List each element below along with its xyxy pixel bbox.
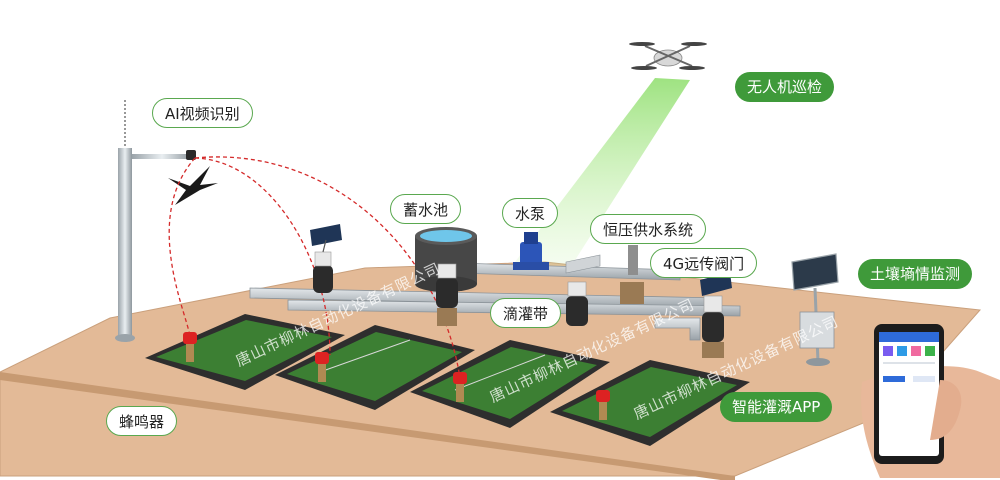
brick-stand bbox=[620, 282, 644, 304]
valve-1 bbox=[310, 224, 342, 293]
label-soil-moisture: 土壤墒情监测 bbox=[858, 259, 973, 289]
buzzer-3 bbox=[453, 372, 467, 402]
valve-3 bbox=[566, 281, 588, 326]
drone-scan-beam bbox=[515, 78, 690, 268]
buzzer-1 bbox=[183, 332, 197, 362]
buzzers bbox=[183, 332, 610, 420]
label-4g-valve: 4G远传阀门 bbox=[650, 248, 758, 278]
camera-pole bbox=[115, 100, 196, 342]
bird-icon bbox=[168, 166, 218, 205]
reservoir-tank bbox=[415, 227, 477, 292]
label-reservoir: 蓄水池 bbox=[390, 194, 462, 224]
camera-icon bbox=[186, 150, 196, 160]
drone-icon bbox=[629, 42, 707, 70]
detection-lines bbox=[168, 156, 461, 379]
label-drip-tape: 滴灌带 bbox=[490, 298, 562, 328]
label-pump: 水泵 bbox=[502, 198, 559, 228]
label-irrigation-app: 智能灌溉APP bbox=[720, 392, 833, 422]
buzzer-2 bbox=[315, 352, 329, 382]
valves bbox=[310, 224, 732, 358]
label-drone-inspection: 无人机巡检 bbox=[735, 72, 835, 102]
label-constant-pressure: 恒压供水系统 bbox=[590, 214, 707, 244]
soil-moisture-station bbox=[791, 253, 839, 366]
constant-pressure-unit bbox=[565, 245, 638, 275]
water-pump bbox=[513, 232, 549, 270]
valve-4 bbox=[700, 272, 732, 358]
field-2 bbox=[275, 325, 475, 410]
valve-2 bbox=[436, 263, 458, 326]
field-3 bbox=[410, 340, 610, 428]
label-buzzer: 蜂鸣器 bbox=[106, 406, 178, 436]
hand-with-phone bbox=[861, 324, 1000, 478]
label-ai-video: AI视频识别 bbox=[152, 98, 253, 128]
buzzer-4 bbox=[596, 390, 610, 420]
field-1 bbox=[145, 314, 345, 390]
